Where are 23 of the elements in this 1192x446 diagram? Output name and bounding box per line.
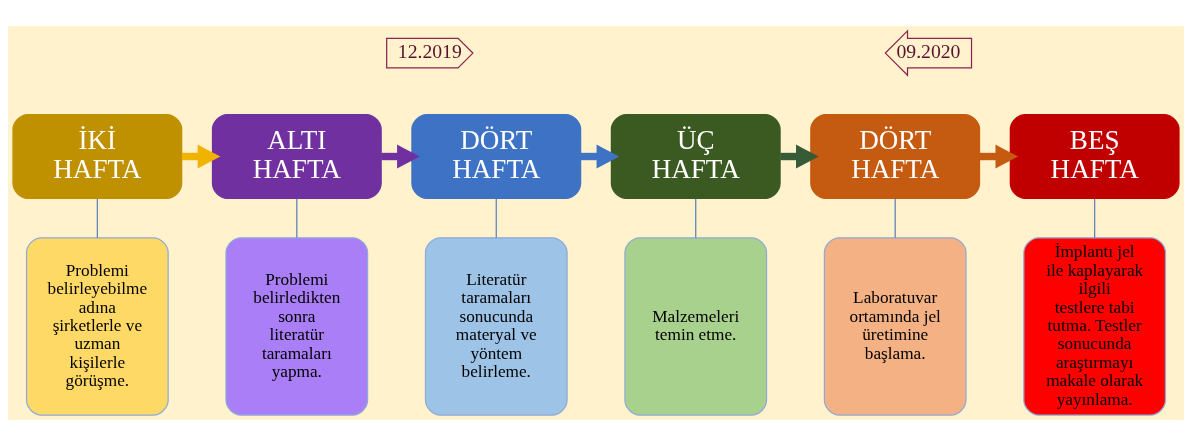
node-box: İmplantı jel ile kaplayarak ilgili testlere tabi tutma. Testler sonucunda araştırmayı makale olarak yayınlama. [1023, 237, 1167, 416]
connector [96, 198, 98, 239]
node-box: Malzemeleri temin etme. [624, 237, 768, 416]
node-box: Problemi belirledikten sonra literatür taramaları yapma. [225, 237, 369, 416]
connector [695, 198, 697, 239]
node-box: ÜÇ HAFTA [610, 114, 781, 199]
connector [894, 198, 896, 239]
node-box: DÖRT HAFTA [810, 114, 981, 199]
node-box: İKİ HAFTA [12, 114, 183, 199]
connector [495, 198, 497, 239]
arrow [381, 144, 420, 169]
connector [296, 198, 298, 239]
node-box: ALTI HAFTA [211, 114, 382, 199]
node-box: DÖRT HAFTA [411, 114, 582, 199]
arrow [181, 144, 221, 169]
node-box: Literatür taramaları sonucunda materyal ve yöntem belirleme. [424, 237, 568, 416]
connector [1094, 198, 1096, 239]
arrow [979, 144, 1019, 169]
node-box: Problemi belirleyebilme adına şirketlerle ve uzman kişilerle görüşme. [25, 237, 169, 416]
arrow [780, 144, 819, 169]
arrow [580, 144, 620, 169]
node-box: Laboratuvar ortamında jel üretimine başlama. [823, 237, 967, 416]
node-box: BEŞ HAFTA [1009, 114, 1180, 199]
